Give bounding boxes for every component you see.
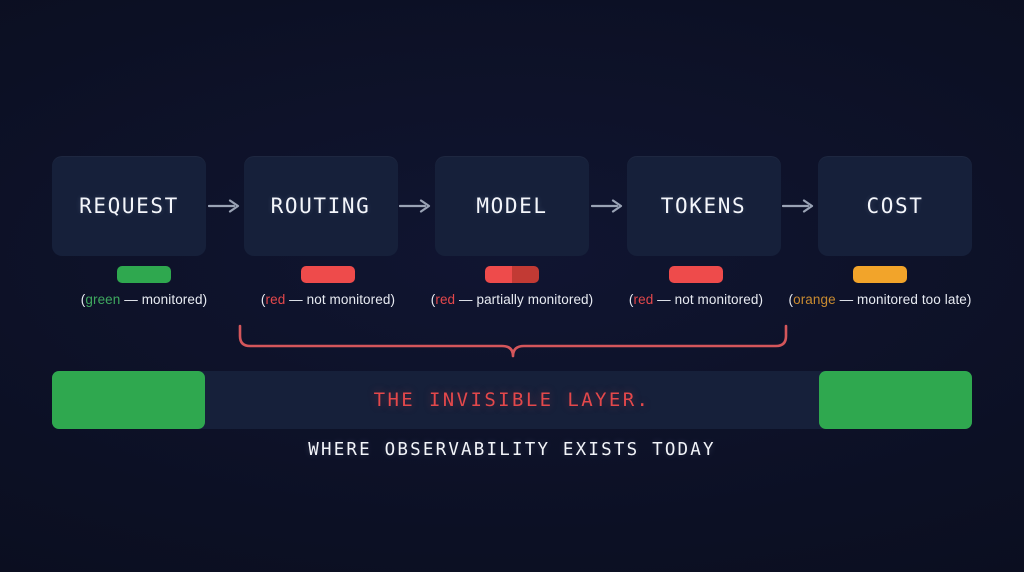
caption-rest-model: — partially monitored) (455, 292, 594, 307)
status-chip-tokens (669, 266, 723, 283)
caption-keyword-routing: red (265, 292, 286, 307)
stage-model: MODEL (435, 156, 589, 256)
arrow-right-icon-2 (398, 156, 436, 256)
stage-box-routing: ROUTING (243, 156, 398, 256)
caption-open-paren-request: ( (80, 292, 86, 307)
stage-tokens: TOKENS (626, 156, 781, 256)
caption-open-paren-tokens: ( (628, 292, 634, 307)
pipeline-row: REQUEST ROUTING MODEL (52, 156, 972, 256)
bar-segment-right-monitored (819, 371, 972, 429)
stage-cost: COST (818, 156, 972, 256)
caption-rest-tokens: — not monitored) (653, 292, 764, 307)
chip-half-left-request (117, 266, 144, 283)
stage-label-request: REQUEST (79, 194, 179, 218)
chip-half-left-tokens (669, 266, 696, 283)
footer-caption: WHERE OBSERVABILITY EXISTS TODAY (0, 440, 1024, 460)
legend-cell-request: (green — monitored) (52, 266, 236, 307)
caption-open-paren-cost: ( (788, 292, 794, 307)
stage-routing: ROUTING (243, 156, 398, 256)
legend-caption-cost: (orange — monitored too late) (788, 292, 971, 307)
status-chip-cost (853, 266, 907, 283)
caption-keyword-request: green (85, 292, 121, 307)
grouping-brace (236, 322, 790, 362)
chip-half-right-routing (328, 266, 355, 283)
stage-box-cost: COST (818, 156, 972, 256)
chip-half-right-tokens (696, 266, 723, 283)
stage-box-model: MODEL (435, 156, 589, 256)
chip-half-right-model (512, 266, 539, 283)
stage-label-routing: ROUTING (270, 194, 371, 218)
legend-caption-request: (green — monitored) (81, 292, 207, 307)
chip-half-left-routing (301, 266, 328, 283)
stage-label-cost: COST (866, 194, 924, 218)
legend-caption-tokens: (red — not monitored) (629, 292, 763, 307)
arrow-right-icon-4 (781, 156, 819, 256)
status-chip-model (485, 266, 539, 283)
observability-bar: THE INVISIBLE LAYER. (52, 371, 972, 429)
stage-label-tokens: TOKENS (660, 194, 747, 218)
legend-cell-tokens: (red — not monitored) (604, 266, 788, 307)
chip-half-right-cost (880, 266, 907, 283)
bar-segment-left-monitored (52, 371, 205, 429)
arrow-right-icon-3 (589, 156, 627, 256)
legend-cell-cost: (orange — monitored too late) (788, 266, 972, 307)
legend-cell-routing: (red — not monitored) (236, 266, 420, 307)
caption-rest-routing: — not monitored) (285, 292, 396, 307)
chip-half-left-cost (853, 266, 880, 283)
chip-half-right-request (144, 266, 171, 283)
stage-label-model: MODEL (476, 194, 548, 218)
caption-keyword-model: red (435, 292, 456, 307)
caption-rest-request: — monitored) (120, 292, 208, 307)
stage-box-tokens: TOKENS (626, 156, 781, 256)
caption-open-paren-model: ( (430, 292, 436, 307)
caption-rest-cost: — monitored too late) (835, 292, 972, 307)
status-chip-routing (301, 266, 355, 283)
legend-caption-routing: (red — not monitored) (261, 292, 395, 307)
caption-keyword-tokens: red (633, 292, 654, 307)
legend-cell-model: (red — partially monitored) (420, 266, 604, 307)
status-chip-request (117, 266, 171, 283)
caption-keyword-cost: orange (793, 292, 836, 307)
legend-caption-model: (red — partially monitored) (431, 292, 594, 307)
caption-open-paren-routing: ( (260, 292, 266, 307)
bar-segment-invisible-layer: THE INVISIBLE LAYER. (205, 371, 819, 429)
invisible-layer-label: THE INVISIBLE LAYER. (373, 389, 651, 411)
footer-caption-text: WHERE OBSERVABILITY EXISTS TODAY (308, 440, 716, 460)
chip-half-left-model (485, 266, 512, 283)
legend-row: (green — monitored) (red — not monitored… (52, 266, 972, 307)
stage-box-request: REQUEST (52, 156, 206, 256)
stage-request: REQUEST (52, 156, 206, 256)
arrow-right-icon-1 (206, 156, 244, 256)
